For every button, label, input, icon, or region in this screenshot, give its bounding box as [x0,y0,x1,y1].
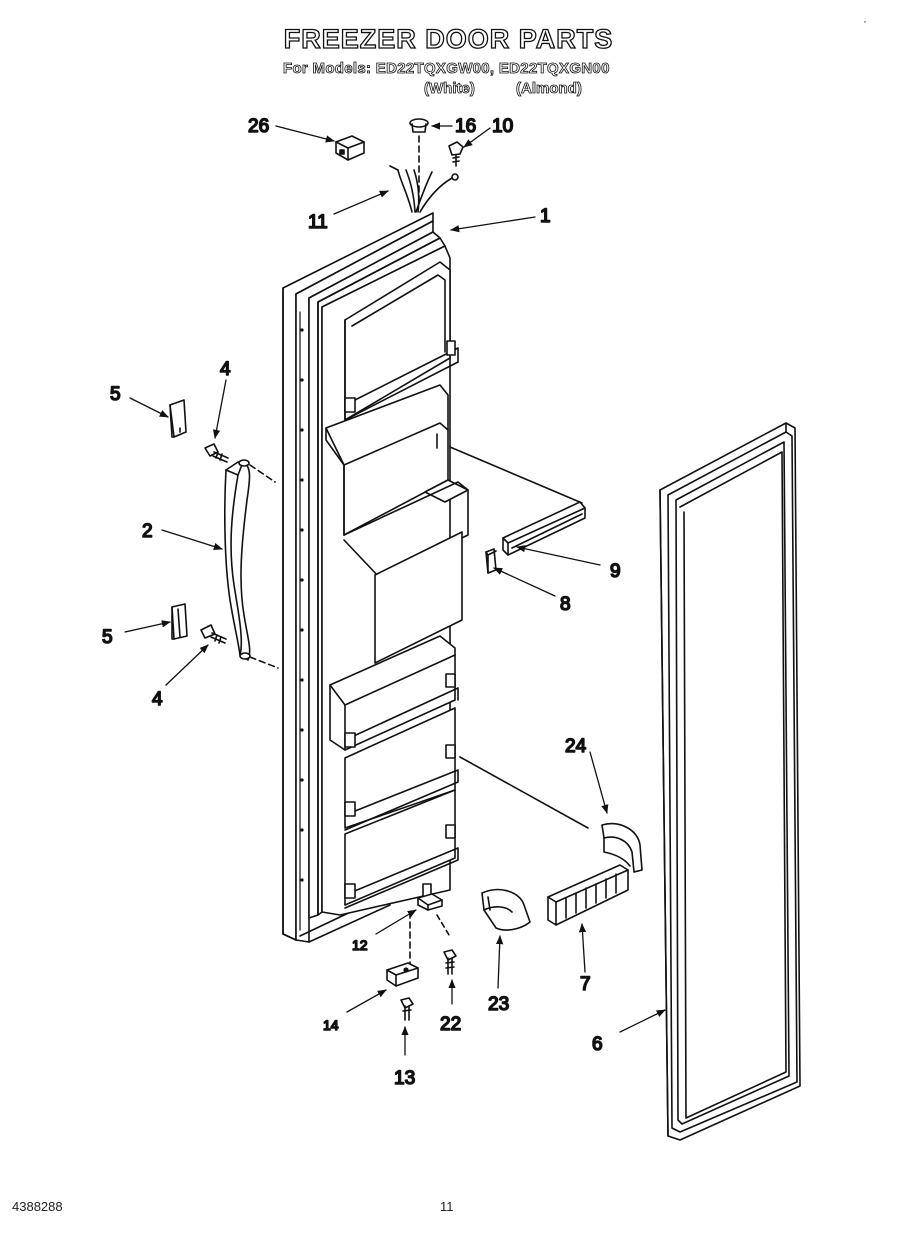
variant-white: (White) [424,80,476,98]
callout-26: 26 [248,116,269,137]
callout-4-upper: 4 [220,359,231,380]
models-line: For Models: ED22TQXGW00, ED22TQXGN00 [283,60,610,78]
door-handle [224,459,279,669]
callout-24: 24 [565,736,587,757]
callout-13: 13 [394,1068,415,1089]
page-title: FREEZER DOOR PARTS [283,23,614,54]
footer-part-number: 4388288 [12,1199,63,1214]
handle-cap-upper [169,399,187,438]
handle-cap-lower [171,603,188,640]
bin-support-23 [481,888,531,931]
callout-10: 10 [492,116,513,137]
variant-almond: (Almond) [516,80,583,98]
screw-10 [448,141,464,167]
callout-22: 22 [440,1014,461,1035]
callout-9: 9 [610,561,621,582]
callout-5-lower: 5 [102,627,113,648]
callout-11: 11 [308,212,328,233]
corner-mark: · [863,14,867,28]
callout-8: 8 [560,594,571,615]
hinge-block-14 [386,962,419,987]
wire-connector [335,135,365,161]
handle-screw-lower [200,624,227,644]
callout-12: 12 [352,937,368,953]
callout-2: 2 [142,521,153,542]
hinge-pin-12 [409,883,450,969]
callout-23: 23 [488,994,509,1015]
handle-screw-upper [204,443,229,463]
door-assembly [282,212,469,943]
shelf-end-cap-8 [485,548,497,574]
door-gasket [659,422,801,1141]
wire-harness [389,165,459,213]
callout-6: 6 [592,1034,603,1055]
footer-page-number: 11 [440,1199,454,1214]
hinge-bushing-16 [409,118,429,207]
callout-5-upper: 5 [110,384,121,405]
callout-labels: 26 16 10 11 1 5 4 2 5 4 9 8 24 7 23 6 12… [101,115,621,1090]
hinge-screw-13 [400,997,414,1021]
callout-1: 1 [540,206,551,227]
bin-end-24 [459,756,643,873]
leader-lines [124,122,666,1056]
shelf-trim-9 [449,446,586,556]
callout-14: 14 [323,1017,339,1033]
hinge-screw-22 [443,949,457,975]
callout-7: 7 [580,974,591,995]
callout-16: 16 [455,116,476,137]
callout-4-lower: 4 [152,689,163,710]
bin-trim-7 [547,864,629,926]
